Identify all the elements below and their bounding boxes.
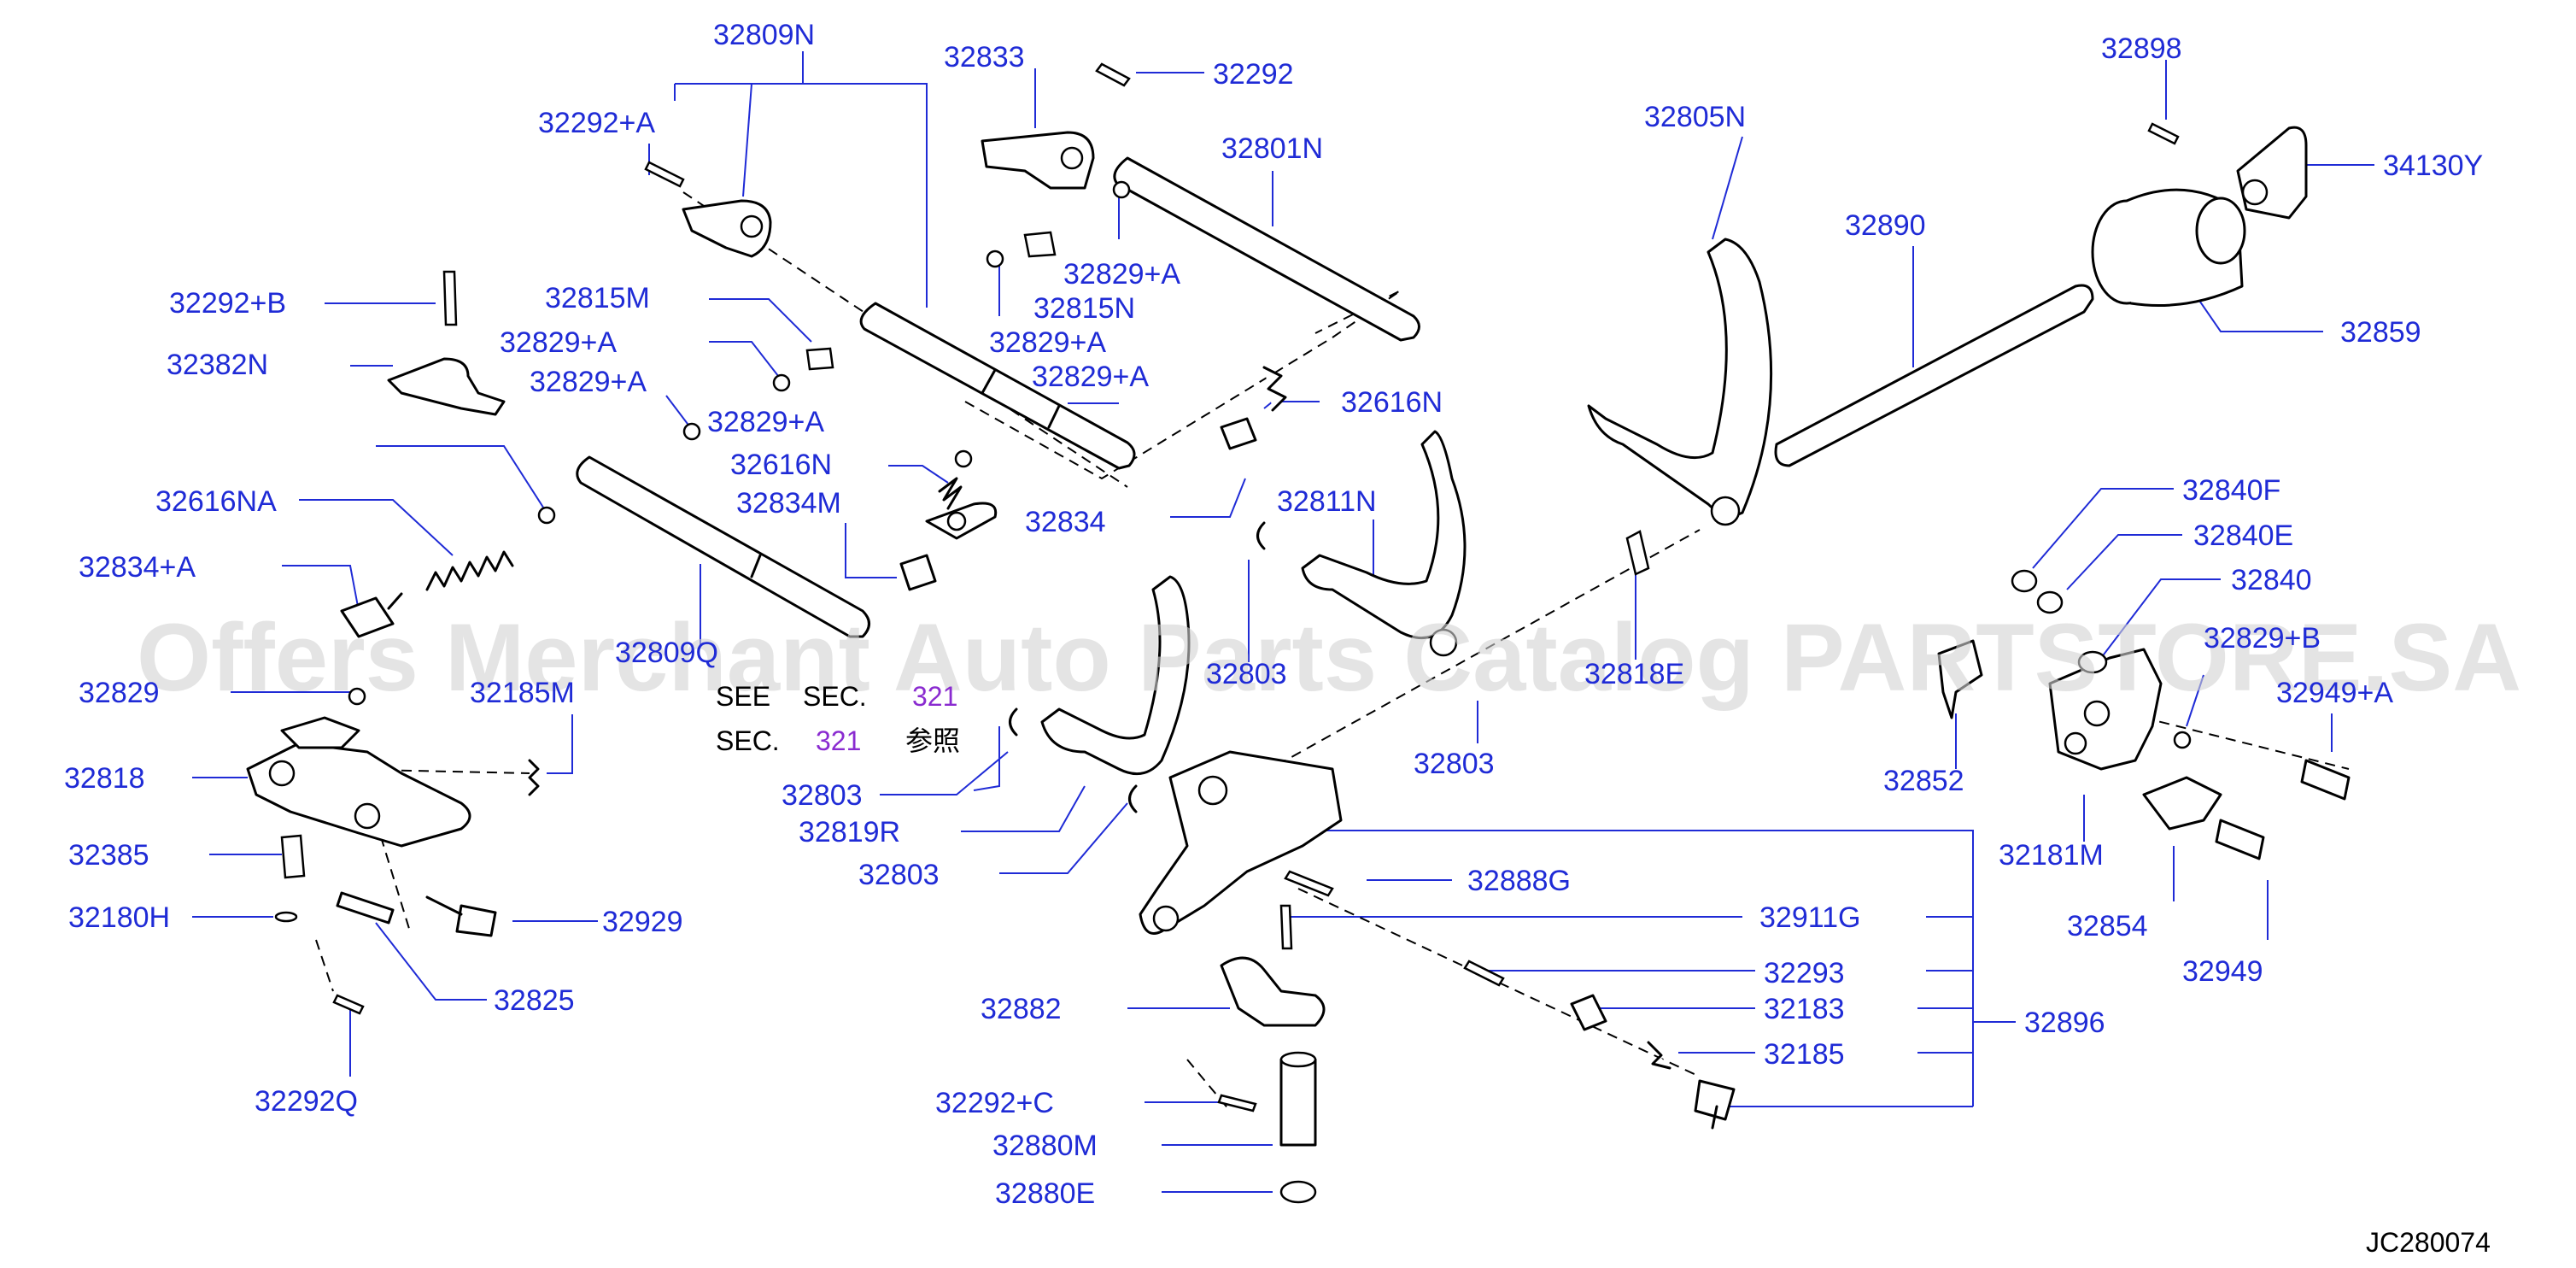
part-label[interactable]: 32834M bbox=[736, 487, 841, 520]
part-label[interactable]: 32292Q bbox=[255, 1085, 358, 1118]
part-label[interactable]: 32882 bbox=[981, 993, 1062, 1025]
part-label[interactable]: 32911G bbox=[1759, 901, 1860, 934]
part-label[interactable]: 32880E bbox=[995, 1177, 1095, 1210]
part-label[interactable]: 32825 bbox=[494, 984, 575, 1017]
part-label[interactable]: 32888G bbox=[1467, 865, 1571, 897]
part-label[interactable]: 32829+B bbox=[2204, 622, 2321, 655]
part-label[interactable]: 32818 bbox=[64, 762, 145, 795]
part-label[interactable]: 32949+A bbox=[2276, 677, 2393, 709]
part-label[interactable]: 32819R bbox=[799, 816, 900, 848]
part-label[interactable]: 32616N bbox=[730, 449, 832, 481]
part-label[interactable]: 32385 bbox=[68, 839, 149, 872]
part-label[interactable]: 32815M bbox=[545, 282, 650, 314]
part-label[interactable]: 32949 bbox=[2182, 955, 2263, 988]
sec-number[interactable]: 321 bbox=[912, 681, 957, 712]
diagram-code: JC280074 bbox=[2366, 1227, 2491, 1258]
part-label[interactable]: 32829+A bbox=[989, 326, 1106, 359]
part-label[interactable]: 32292+A bbox=[538, 107, 655, 139]
part-label[interactable]: 32818E bbox=[1584, 658, 1684, 690]
see-text: SEE bbox=[716, 681, 770, 712]
part-label[interactable]: 32896 bbox=[2024, 1007, 2105, 1039]
part-label[interactable]: 32829+A bbox=[500, 326, 617, 359]
part-label[interactable]: 32616NA bbox=[155, 485, 277, 518]
sec-number-2[interactable]: 321 bbox=[816, 725, 861, 756]
part-label[interactable]: 32803 bbox=[1414, 748, 1495, 780]
part-label[interactable]: 32803 bbox=[858, 859, 940, 891]
part-label[interactable]: 32181M bbox=[1999, 839, 2104, 872]
part-label[interactable]: 32829+A bbox=[707, 406, 824, 438]
part-label[interactable]: 32840F bbox=[2182, 474, 2280, 507]
part-label[interactable]: 32382N bbox=[167, 349, 268, 381]
part-label[interactable]: 32185 bbox=[1764, 1038, 1845, 1071]
part-label[interactable]: 32929 bbox=[602, 906, 683, 938]
part-label[interactable]: 32829+A bbox=[530, 366, 647, 398]
part-label[interactable]: 32829+A bbox=[1063, 258, 1180, 291]
part-label[interactable]: 32834+A bbox=[79, 551, 196, 584]
part-label[interactable]: 32183 bbox=[1764, 993, 1845, 1025]
part-label[interactable]: 32833 bbox=[944, 41, 1025, 73]
part-label[interactable]: 32829 bbox=[79, 677, 160, 709]
part-label[interactable]: 32898 bbox=[2101, 32, 2182, 65]
part-label[interactable]: 32292+C bbox=[935, 1087, 1054, 1119]
part-label[interactable]: 32803 bbox=[1206, 658, 1287, 690]
part-label[interactable]: 32852 bbox=[1883, 765, 1964, 797]
part-label[interactable]: 32292+B bbox=[169, 287, 286, 320]
part-label[interactable]: 32854 bbox=[2067, 910, 2148, 942]
part-label[interactable]: 32834 bbox=[1025, 506, 1106, 538]
part-label[interactable]: 32890 bbox=[1845, 209, 1926, 242]
part-label[interactable]: 32811N bbox=[1277, 485, 1377, 518]
part-labels: 32809N 32833 32292 32898 32292+A 32801N … bbox=[64, 19, 2483, 1210]
part-label[interactable]: 32859 bbox=[2340, 316, 2421, 349]
part-label[interactable]: 32185M bbox=[470, 677, 575, 709]
part-label[interactable]: 32805N bbox=[1644, 101, 1746, 133]
part-label[interactable]: 34130Y bbox=[2383, 150, 2483, 182]
sec-text: SEC. bbox=[803, 681, 867, 712]
part-shapes bbox=[246, 62, 2351, 1204]
part-label[interactable]: 32809N bbox=[713, 19, 815, 51]
part-label[interactable]: 32616N bbox=[1341, 386, 1443, 419]
watermark-text: Offers Merchant Auto Parts Catalog PARTS… bbox=[137, 604, 2521, 711]
part-label[interactable]: 32840 bbox=[2231, 564, 2312, 596]
part-label[interactable]: 32293 bbox=[1764, 957, 1845, 989]
part-label[interactable]: 32180H bbox=[68, 901, 170, 934]
part-label[interactable]: 32880M bbox=[992, 1130, 1098, 1162]
leader-lines bbox=[192, 51, 2374, 1193]
part-label[interactable]: 32829+A bbox=[1032, 361, 1149, 393]
part-label[interactable]: 32801N bbox=[1221, 132, 1323, 165]
sanshou-text: 参照 bbox=[905, 725, 960, 756]
part-label[interactable]: 32292 bbox=[1213, 58, 1294, 91]
part-label[interactable]: 32840E bbox=[2193, 520, 2293, 552]
part-label[interactable]: 32809Q bbox=[615, 637, 718, 669]
see-section-note: SEE SEC. 321 SEC. 321 参照 bbox=[716, 681, 960, 756]
part-label[interactable]: 32815N bbox=[1033, 292, 1135, 325]
sec-text-2: SEC. bbox=[716, 725, 780, 756]
part-label[interactable]: 32803 bbox=[782, 779, 863, 812]
